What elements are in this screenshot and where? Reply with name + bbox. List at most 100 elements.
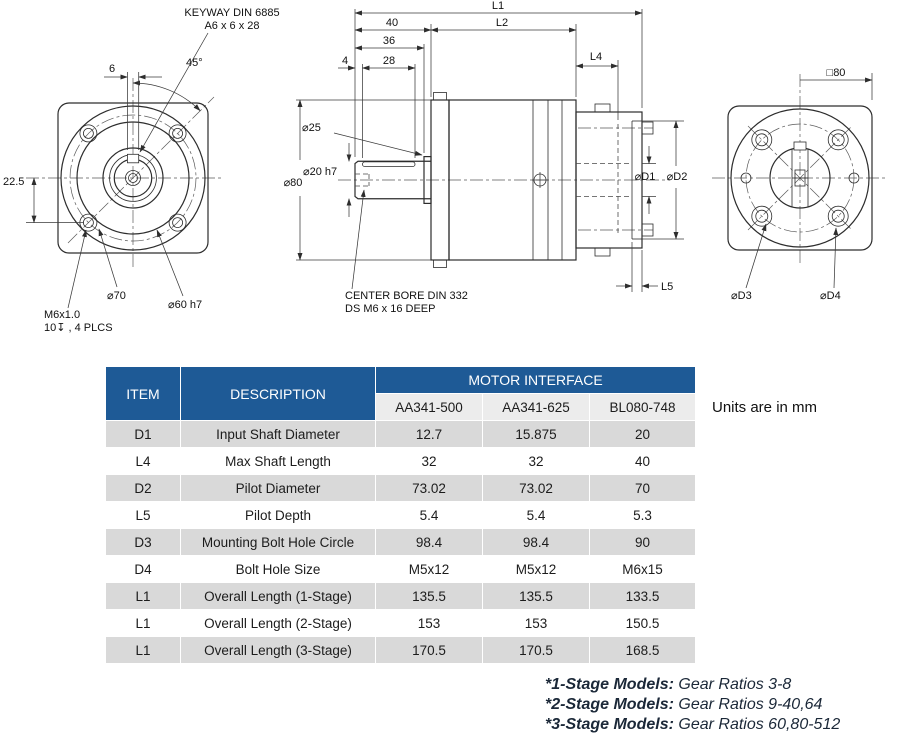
cell-value: 153 bbox=[482, 609, 590, 637]
cell-value: 150.5 bbox=[588, 609, 697, 637]
side-view: L1 40 L2 36 4 28 L4 ⌀80 ⌀25 bbox=[284, 0, 688, 315]
dim-label-dia25: ⌀25 bbox=[302, 122, 321, 134]
table-row: D2 Pilot Diameter 73.02 73.02 70 bbox=[105, 474, 697, 502]
dim-label-dia20h7: ⌀20 h7 bbox=[303, 166, 337, 178]
dim-label-dia70: ⌀70 bbox=[107, 290, 126, 302]
dim-label-square80: □80 bbox=[827, 67, 846, 79]
gear-housing bbox=[448, 99, 577, 261]
stage-note-3: *3-Stage Models: Gear Ratios 60,80-512 bbox=[545, 715, 840, 735]
cell-description: Pilot Depth bbox=[180, 501, 376, 529]
cell-value: 98.4 bbox=[482, 528, 590, 556]
cell-description: Pilot Diameter bbox=[180, 474, 376, 502]
table-row: L1 Overall Length (1-Stage) 135.5 135.5 … bbox=[105, 582, 697, 610]
tap-note-line1: M6x1.0 bbox=[44, 309, 80, 321]
cell-value: 40 bbox=[588, 447, 697, 475]
technical-drawing: 45° 6 22.5 ⌀70 ⌀60 h7 M6x1.0 10↧ , 4 PLC… bbox=[3, 0, 888, 334]
stage-notes: *1-Stage Models: Gear Ratios 3-8 *2-Stag… bbox=[545, 675, 840, 735]
cell-value: 170.5 bbox=[375, 636, 483, 664]
cell-value: 170.5 bbox=[482, 636, 590, 664]
cell-description: Max Shaft Length bbox=[180, 447, 376, 475]
table-row: L4 Max Shaft Length 32 32 40 bbox=[105, 447, 697, 475]
stage-note-3-label: *3-Stage Models: bbox=[545, 716, 674, 733]
cell-value: 135.5 bbox=[482, 582, 590, 610]
dim-label-diaD3: ⌀D3 bbox=[731, 290, 752, 302]
cell-value: 12.7 bbox=[375, 420, 483, 448]
keyway-note-line2: A6 x 6 x 28 bbox=[204, 20, 259, 32]
cell-description: Input Shaft Diameter bbox=[180, 420, 376, 448]
cell-value: 168.5 bbox=[588, 636, 697, 664]
table-row: L1 Overall Length (3-Stage) 170.5 170.5 … bbox=[105, 636, 697, 664]
stage-note-2-label: *2-Stage Models: bbox=[545, 696, 674, 713]
table-row: L1 Overall Length (2-Stage) 153 153 150.… bbox=[105, 609, 697, 637]
cell-value: 32 bbox=[375, 447, 483, 475]
col-header-item: ITEM bbox=[105, 366, 181, 421]
stage-note-2-text: Gear Ratios 9-40,64 bbox=[673, 696, 823, 713]
stage-note-3-text: Gear Ratios 60,80-512 bbox=[673, 716, 841, 733]
stage-note-2: *2-Stage Models: Gear Ratios 9-40,64 bbox=[545, 695, 840, 715]
dim-label-28: 28 bbox=[383, 55, 395, 67]
bore-note-line1: CENTER BORE DIN 332 bbox=[345, 290, 468, 302]
cell-value: 135.5 bbox=[375, 582, 483, 610]
cell-value: 32 bbox=[482, 447, 590, 475]
cell-value: M5x12 bbox=[482, 555, 590, 583]
col-header-motor-interface: MOTOR INTERFACE bbox=[374, 366, 697, 394]
cell-description: Bolt Hole Size bbox=[180, 555, 376, 583]
dim-label-22-5: 22.5 bbox=[3, 176, 24, 188]
bore-note-line2: DS M6 x 16 DEEP bbox=[345, 303, 435, 315]
table-row: D1 Input Shaft Diameter 12.7 15.875 20 bbox=[105, 420, 697, 448]
col-header-description: DESCRIPTION bbox=[180, 366, 376, 421]
dimension-table: ITEM DESCRIPTION MOTOR INTERFACE AA341-5… bbox=[105, 366, 697, 664]
front-view: 45° 6 22.5 ⌀70 ⌀60 h7 M6x1.0 10↧ , 4 PLC… bbox=[3, 7, 280, 334]
table-header-row: ITEM DESCRIPTION MOTOR INTERFACE bbox=[105, 366, 697, 421]
cell-value: 5.4 bbox=[375, 501, 483, 529]
units-note: Units are in mm bbox=[712, 399, 818, 416]
cell-item: D4 bbox=[105, 555, 181, 583]
cell-item: L1 bbox=[105, 609, 181, 637]
dim-label-40: 40 bbox=[386, 17, 398, 29]
dim-label-l5: L5 bbox=[661, 281, 673, 293]
table-row: L5 Pilot Depth 5.4 5.4 5.3 bbox=[105, 501, 697, 529]
dim-label-diaD1: ⌀D1 bbox=[635, 171, 656, 183]
cell-item: L1 bbox=[105, 582, 181, 610]
dim-label-6: 6 bbox=[109, 63, 115, 75]
cell-value: 5.4 bbox=[482, 501, 590, 529]
keyway-notch bbox=[127, 153, 140, 164]
keyway-note-line1: KEYWAY DIN 6885 bbox=[184, 7, 279, 19]
cell-item: D1 bbox=[105, 420, 181, 448]
cell-value: M6x15 bbox=[588, 555, 697, 583]
stage-note-1-text: Gear Ratios 3-8 bbox=[673, 676, 792, 693]
cell-value: 98.4 bbox=[375, 528, 483, 556]
dim-label-45deg: 45° bbox=[186, 57, 203, 69]
table-row: D3 Mounting Bolt Hole Circle 98.4 98.4 9… bbox=[105, 528, 697, 556]
cell-item: L1 bbox=[105, 636, 181, 664]
cell-item: L5 bbox=[105, 501, 181, 529]
shaft-keyway bbox=[362, 161, 416, 168]
dim-label-dia60h7: ⌀60 h7 bbox=[168, 299, 202, 311]
cell-value: 20 bbox=[588, 420, 697, 448]
cell-value: 5.3 bbox=[588, 501, 697, 529]
cell-value: 133.5 bbox=[588, 582, 697, 610]
dim-label-4: 4 bbox=[342, 55, 348, 67]
dim-label-dia80: ⌀80 bbox=[284, 177, 303, 189]
tap-note-line2: 10↧ , 4 PLCS bbox=[44, 322, 113, 334]
dim-label-diaD4: ⌀D4 bbox=[820, 290, 841, 302]
cell-item: D3 bbox=[105, 528, 181, 556]
cell-description: Mounting Bolt Hole Circle bbox=[180, 528, 376, 556]
cell-value: 153 bbox=[375, 609, 483, 637]
table-models-row: AA341-500 AA341-625 BL080-748 bbox=[106, 393, 697, 421]
cell-value: 15.875 bbox=[482, 420, 590, 448]
col-header-model-3: BL080-748 bbox=[588, 393, 697, 421]
dim-label-36: 36 bbox=[383, 35, 395, 47]
cell-description: Overall Length (1-Stage) bbox=[180, 582, 376, 610]
rear-view: □80 ⌀D3 ⌀D4 bbox=[712, 67, 888, 302]
table-row: D4 Bolt Hole Size M5x12 M5x12 M6x15 bbox=[105, 555, 697, 583]
dim-label-l2: L2 bbox=[496, 17, 508, 29]
cell-description: Overall Length (2-Stage) bbox=[180, 609, 376, 637]
stage-note-1-label: *1-Stage Models: bbox=[545, 676, 674, 693]
dim-label-diaD2: ⌀D2 bbox=[667, 171, 688, 183]
cell-description: Overall Length (3-Stage) bbox=[180, 636, 376, 664]
cell-value: 73.02 bbox=[482, 474, 590, 502]
dim-label-l4: L4 bbox=[590, 51, 602, 63]
cell-value: M5x12 bbox=[375, 555, 483, 583]
